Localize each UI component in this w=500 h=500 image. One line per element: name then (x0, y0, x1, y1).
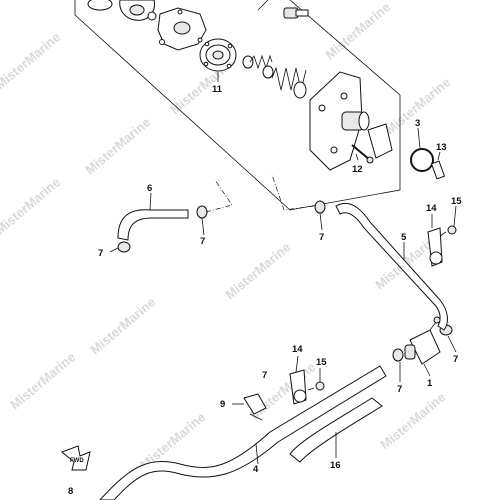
callout-4: 4 (253, 464, 259, 475)
bracket-upper (427, 227, 443, 267)
hose-clip (243, 393, 267, 421)
watermark: MisterMarine (377, 389, 448, 452)
bolt-lower (307, 381, 325, 391)
callout-14: 14 (426, 203, 437, 214)
callout-labels: 11 3 13 12 6 7 7 7 5 14 15 7 1 7 14 15 7… (68, 84, 462, 497)
callout-7: 7 (453, 354, 458, 365)
watermark-layer: MisterMarine MisterMarine MisterMarine M… (0, 0, 453, 472)
callout-15: 15 (316, 357, 327, 368)
callout-leaders (109, 72, 457, 465)
hose-4 (99, 365, 387, 500)
mounting-bolt (283, 7, 309, 19)
clamp (117, 200, 453, 362)
spring-large (271, 66, 307, 99)
spring-small (242, 54, 274, 79)
forward-label: FWD (70, 458, 84, 464)
callout-14: 14 (292, 344, 303, 355)
watermark: MisterMarine (0, 29, 63, 92)
callout-7: 7 (397, 384, 402, 395)
connection-leader (271, 174, 315, 211)
watermark: MisterMarine (322, 0, 393, 62)
watermark: MisterMarine (7, 349, 78, 412)
fuel-filter-cup (367, 123, 393, 159)
callout-11: 11 (212, 84, 223, 95)
callout-12: 12 (352, 164, 363, 175)
forward-arrow-icon: FWD (61, 445, 91, 471)
diaphragm (199, 38, 237, 72)
o-ring (410, 148, 434, 172)
fuel-filter (404, 316, 441, 365)
bolt-upper (439, 225, 457, 237)
cover-screw (351, 144, 374, 164)
callout-16: 16 (330, 460, 341, 471)
callout-3: 3 (415, 118, 420, 129)
callout-1: 1 (427, 378, 433, 389)
callout-9: 9 (220, 399, 225, 410)
callout-5: 5 (401, 232, 407, 243)
hose-6 (117, 209, 189, 241)
callout-8: 8 (68, 486, 73, 497)
pump-cover (309, 71, 370, 171)
callout-7: 7 (98, 248, 103, 259)
watermark: MisterMarine (87, 294, 158, 357)
group-frame-top-leader (257, 0, 269, 11)
watermark: MisterMarine (222, 239, 293, 302)
watermark: MisterMarine (0, 174, 63, 237)
connection-leader (205, 179, 233, 213)
callout-15: 15 (451, 196, 462, 207)
group-frame (74, 0, 401, 211)
callout-6: 6 (147, 183, 152, 194)
callout-7: 7 (262, 370, 267, 381)
pump-body-flange (87, 0, 207, 51)
hose-5 (335, 202, 448, 331)
pin (430, 160, 446, 180)
callout-7: 7 (200, 236, 205, 247)
bracket-lower (289, 369, 307, 405)
callout-13: 13 (436, 142, 447, 153)
callout-7: 7 (319, 232, 324, 243)
watermark: MisterMarine (82, 114, 153, 177)
hose-16 (289, 397, 383, 463)
